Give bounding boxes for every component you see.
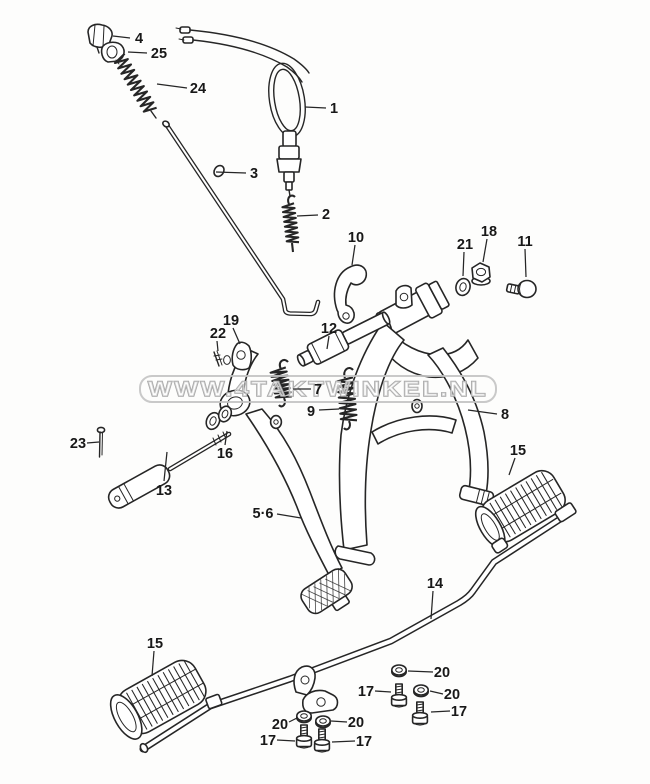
part-label-25: 25 <box>151 46 167 62</box>
part-label-20: 20 <box>434 665 450 681</box>
leader-line-20 <box>407 670 434 673</box>
part-label-11: 11 <box>517 234 532 250</box>
leader-line-9 <box>318 408 340 411</box>
leader-line-2 <box>296 214 319 217</box>
part-label-21: 21 <box>457 237 473 253</box>
leader-line-21 <box>462 251 465 277</box>
leader-line-10 <box>351 244 356 266</box>
part-label-8: 8 <box>501 407 509 423</box>
leader-line-12 <box>326 335 330 350</box>
washer-20-art <box>295 710 313 724</box>
washer-20-art <box>390 664 408 678</box>
center-stand-art <box>334 280 495 566</box>
part-label-17: 17 <box>356 734 372 750</box>
part-label-10: 10 <box>348 230 364 246</box>
leader-line-19 <box>232 327 241 345</box>
part-label-14: 14 <box>427 576 443 592</box>
hook-plate-art <box>333 264 368 324</box>
part-label-4: 4 <box>135 31 143 47</box>
part-label-2: 2 <box>322 207 330 223</box>
footpeg-left-art <box>109 659 207 740</box>
part-label-22: 22 <box>210 326 226 342</box>
leader-line-16 <box>224 430 228 446</box>
bolt-17-art <box>295 724 313 749</box>
rod-joint-13-art <box>107 431 232 509</box>
pedal-rubber-art <box>300 568 353 615</box>
part-label-17: 17 <box>358 684 374 700</box>
part-label-20: 20 <box>444 687 460 703</box>
bar-bracket-art <box>293 665 339 714</box>
part-label-19: 19 <box>223 313 239 329</box>
pin-22-art <box>213 350 231 367</box>
leader-line-23 <box>86 441 100 444</box>
leader-line-5·6 <box>276 513 302 519</box>
part-label-17: 17 <box>451 704 467 720</box>
part-label-18: 18 <box>481 224 497 240</box>
leader-line-20 <box>429 690 444 695</box>
leader-line-17 <box>430 710 451 713</box>
part-label-5·6: 5·6 <box>253 506 274 522</box>
part-label-17: 17 <box>260 733 276 749</box>
cotter-pin-23-art <box>96 426 106 458</box>
part-label-7: 7 <box>314 382 322 398</box>
part-label-1: 1 <box>330 101 338 117</box>
leader-line-3 <box>215 171 247 174</box>
leader-line-11 <box>524 248 527 278</box>
leader-line-13 <box>163 451 168 482</box>
bolt-17-art <box>411 701 429 726</box>
part-label-20: 20 <box>272 717 288 733</box>
part-label-24: 24 <box>190 81 206 97</box>
part-label-12: 12 <box>321 321 337 337</box>
pivot-shaft-art <box>296 311 391 367</box>
part-label-3: 3 <box>250 166 258 182</box>
watermark: WWW.4TAKTWINKEL.NL <box>139 375 497 403</box>
cable-holder-clip-art <box>100 41 125 65</box>
brake-rod-art <box>162 120 321 317</box>
nut-18-art <box>471 262 491 286</box>
bolt-17-art <box>390 683 408 708</box>
part-label-23: 23 <box>70 436 86 452</box>
washer-20-art <box>412 684 430 698</box>
leader-line-17 <box>331 740 356 743</box>
leader-line-25 <box>127 51 148 54</box>
washer-21-art <box>455 277 471 297</box>
leader-line-24 <box>156 83 188 89</box>
part-label-16: 16 <box>217 446 233 462</box>
leader-line-8 <box>467 409 498 415</box>
footpeg-right-art <box>474 469 566 549</box>
washer-20-art <box>314 715 332 729</box>
part-label-15: 15 <box>510 443 526 459</box>
leader-line-20 <box>288 717 298 723</box>
leader-line-18 <box>482 238 488 263</box>
part-label-9: 9 <box>307 404 315 420</box>
bolt-17-art <box>313 728 331 753</box>
throttle-cable-art <box>175 26 310 197</box>
leader-line-15 <box>151 650 155 677</box>
leader-line-22 <box>216 340 219 352</box>
washer-16-art <box>205 405 233 431</box>
leader-line-17 <box>374 690 392 693</box>
part-label-13: 13 <box>156 483 172 499</box>
part-label-15: 15 <box>147 636 163 652</box>
footpeg-bar-art <box>139 502 577 754</box>
leader-line-20 <box>330 720 348 723</box>
spring-7-art <box>269 358 293 408</box>
spring-24-art <box>113 52 157 113</box>
brake-pedal-arm-art <box>213 341 353 615</box>
spring-24-tail <box>150 110 157 119</box>
spring-2-art <box>281 194 300 253</box>
adjuster-cap-nut-art <box>87 23 113 54</box>
bolt-11-art <box>505 279 537 299</box>
leader-line-14 <box>430 590 434 620</box>
leader-line-15 <box>508 457 516 476</box>
leader-line-17 <box>276 739 296 742</box>
leader-line-1 <box>304 106 327 109</box>
watermark-text: WWW.4TAKTWINKEL.NL <box>148 378 488 401</box>
leader-line-4 <box>112 35 131 39</box>
part-label-20: 20 <box>348 715 364 731</box>
